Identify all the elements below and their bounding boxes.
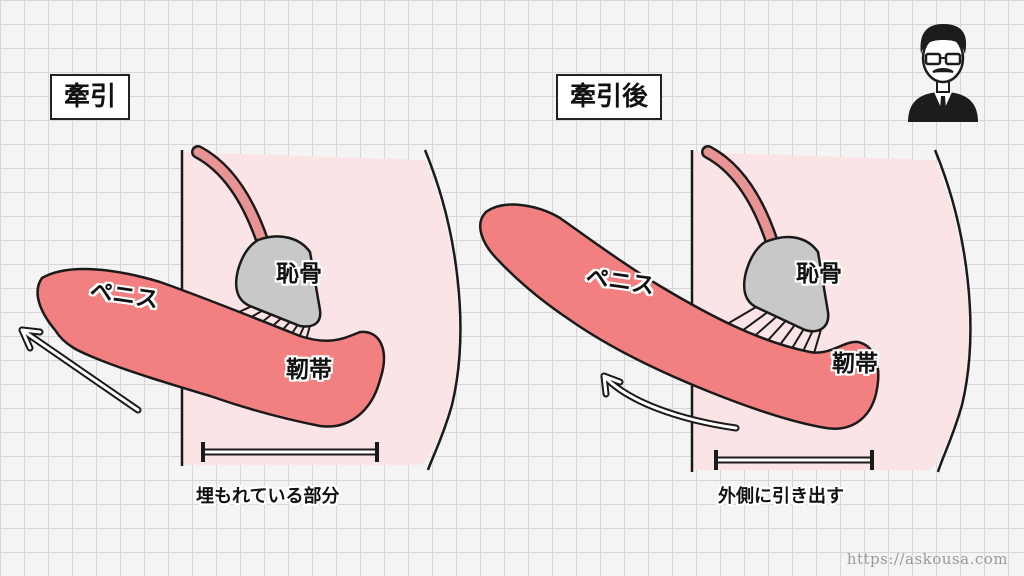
left-caption: 埋もれている部分	[196, 486, 340, 507]
pull-arrow-left-inner	[20, 328, 140, 412]
right-caption: 外側に引き出す	[718, 486, 844, 507]
penis-right	[479, 203, 880, 430]
pubic-bone-right	[742, 235, 830, 333]
right-pubic-bone-label: 恥骨	[796, 261, 842, 287]
left-pubic-bone-label: 恥骨	[276, 261, 322, 287]
pull-arrow-right-inner	[602, 374, 738, 430]
tube-left	[191, 145, 269, 247]
pulled-length-bracket	[714, 450, 874, 470]
left-panel-title: 牽引	[50, 74, 131, 120]
penis-left	[36, 267, 386, 428]
right-ligament-label: 靭帯	[832, 351, 878, 377]
tube-right	[701, 145, 779, 249]
pubic-bone-left	[234, 235, 322, 328]
buried-length-bracket	[201, 442, 379, 462]
site-url: https://askousa.com	[846, 550, 1008, 568]
left-ligament-label: 靭帯	[286, 357, 332, 383]
businessman-with-glasses-icon	[908, 24, 978, 122]
right-panel-title: 牽引後	[556, 74, 663, 120]
